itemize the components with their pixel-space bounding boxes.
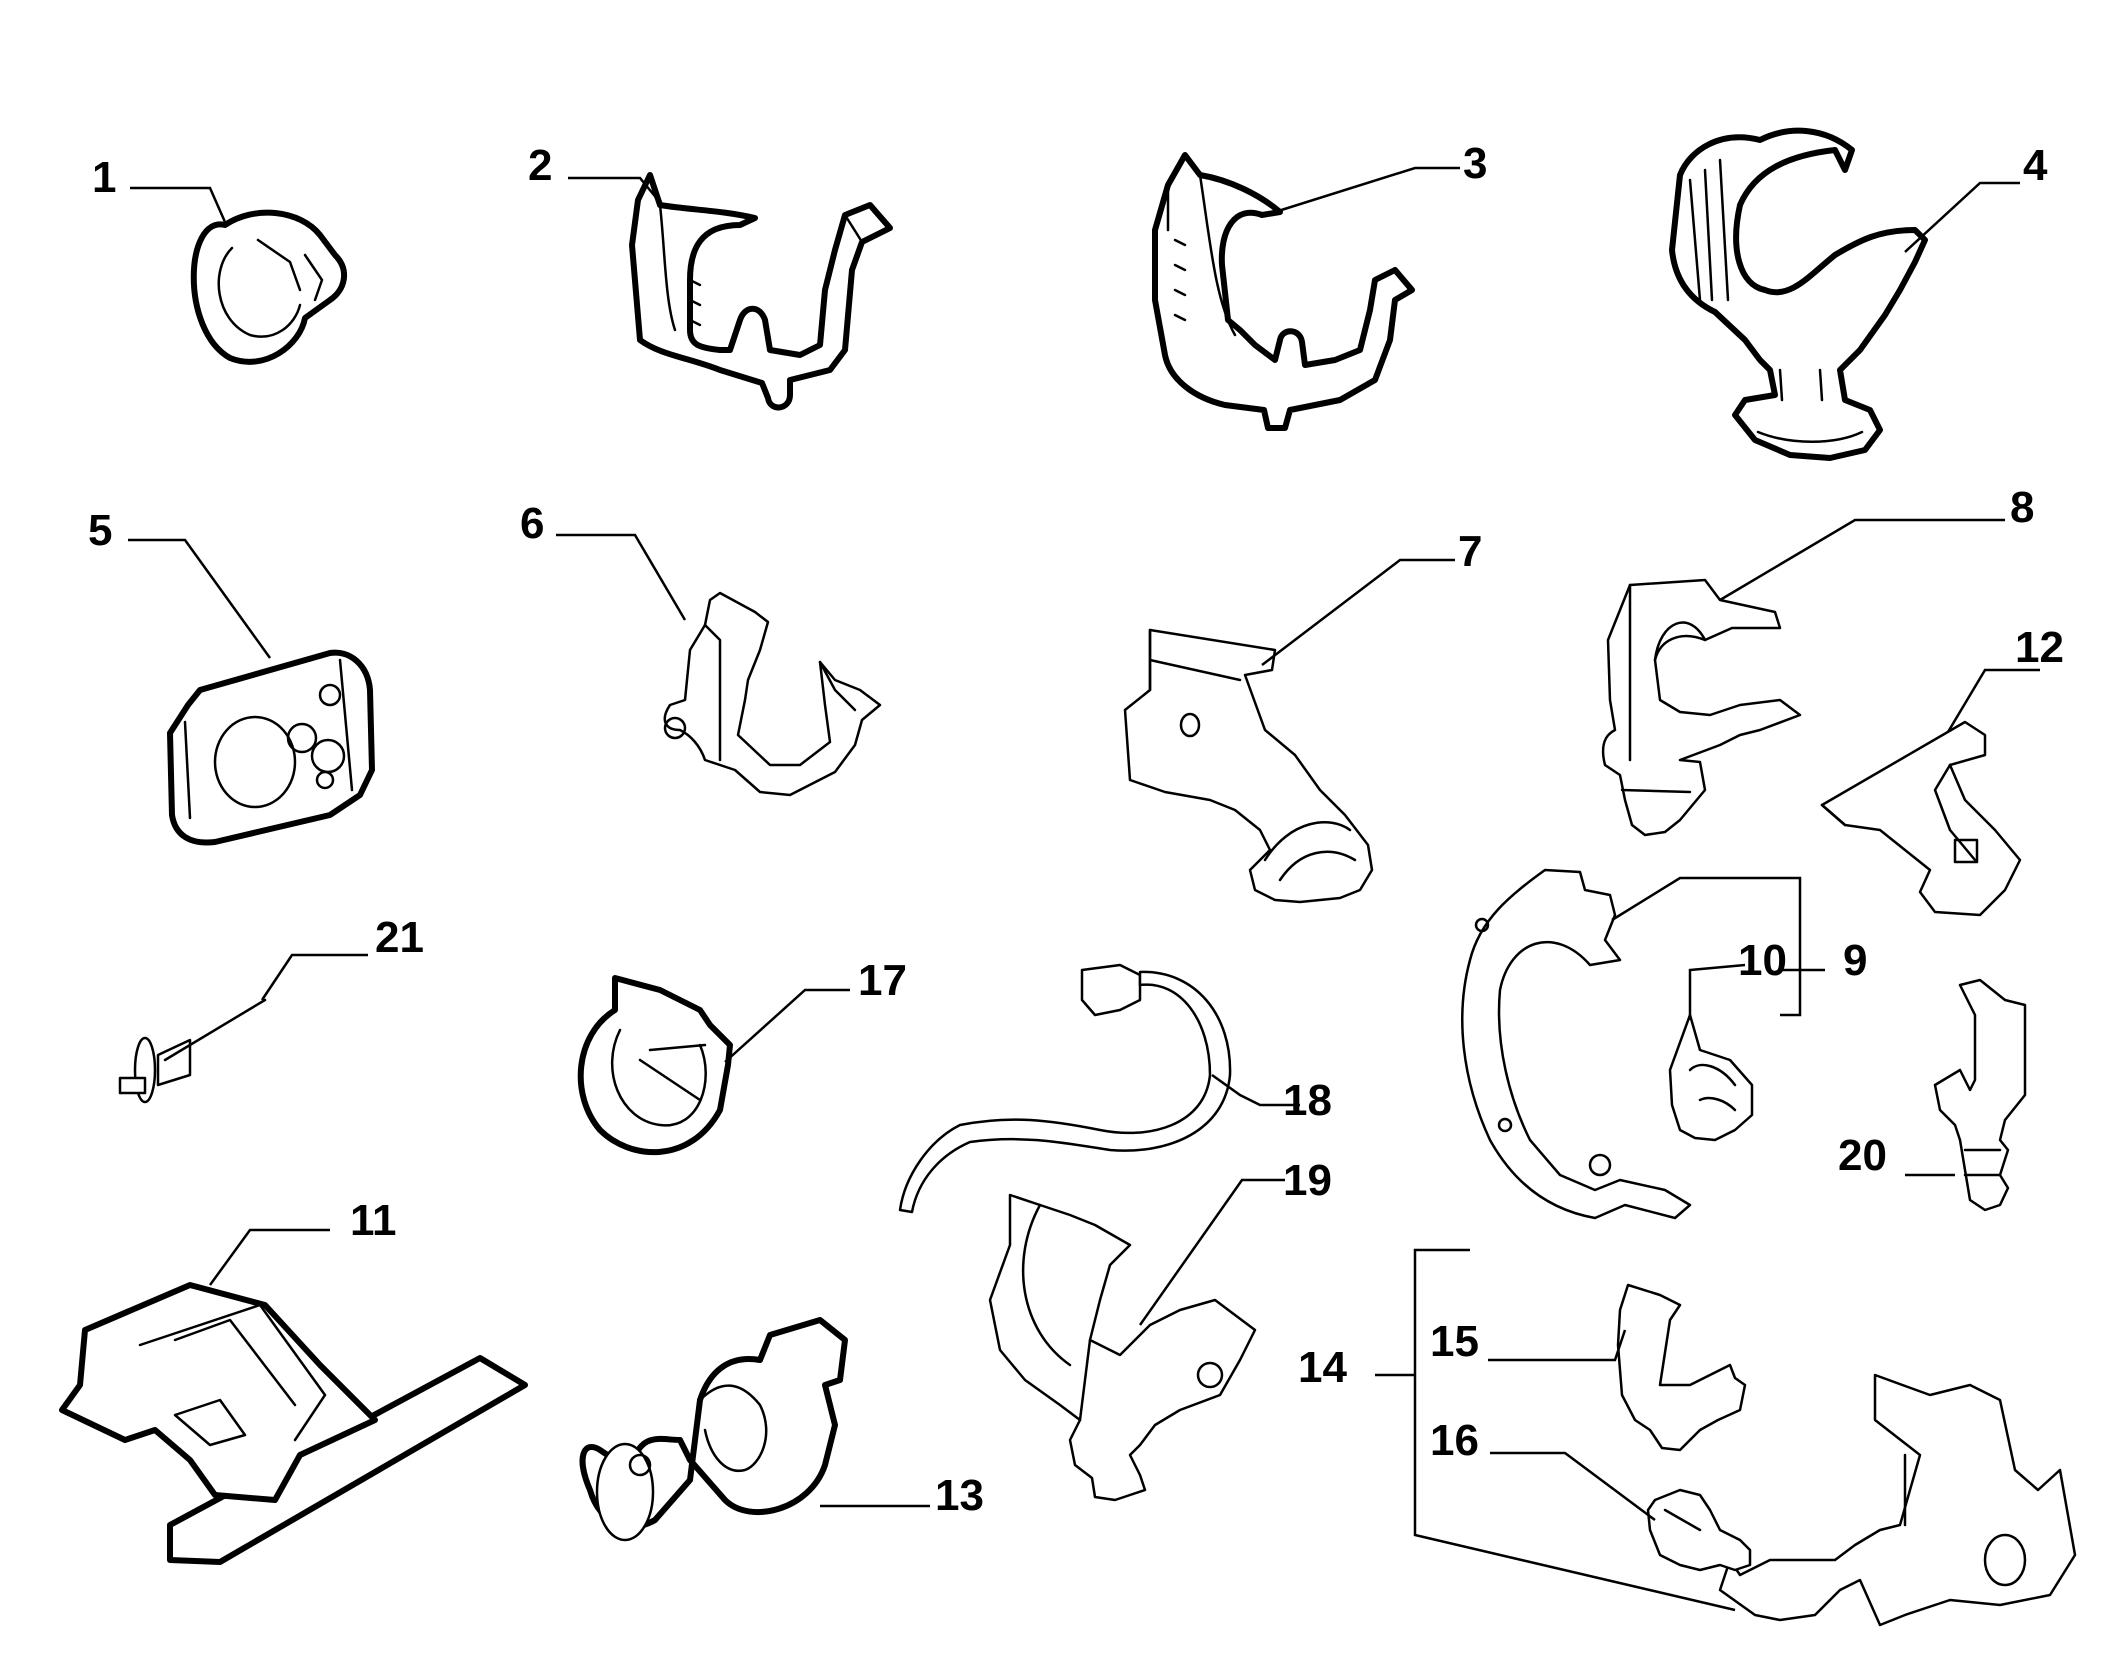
callout-2: 2 (528, 141, 552, 190)
leader-5 (128, 538, 272, 659)
part-1-clip-drawing (190, 209, 347, 365)
leader-17 (724, 988, 850, 1063)
leader-4 (1904, 181, 2020, 253)
leader-2 (568, 176, 659, 201)
leader-12 (1946, 668, 2040, 733)
callout-13: 13 (935, 1471, 984, 1520)
callout-4: 4 (2023, 141, 2048, 190)
leader-6 (556, 533, 687, 621)
part-3-bracket-drawing (1152, 152, 1415, 431)
callout-21: 21 (375, 913, 424, 962)
callout-1: 1 (92, 153, 116, 202)
callout-7: 7 (1458, 527, 1482, 576)
callout-6: 6 (520, 499, 544, 548)
part-13-grommet-clip-drawing (579, 1317, 848, 1542)
leader-8 (1719, 518, 2005, 602)
part-14-bracket-drawing (1718, 1373, 2077, 1627)
leader-11 (208, 1228, 330, 1286)
part-18-strap-drawing (898, 963, 1232, 1214)
part-9-arc-bracket-drawing (1461, 868, 1692, 1220)
leader-21 (260, 953, 368, 1001)
part-12-flat-bracket-drawing (1820, 720, 2022, 917)
callout-8: 8 (2010, 483, 2034, 532)
part-20-barb-clip-drawing (1933, 978, 2027, 1212)
part-21-rivet-drawing (118, 998, 267, 1104)
leader-7 (1261, 558, 1455, 666)
callout-3: 3 (1463, 139, 1487, 188)
callout-12: 12 (2015, 623, 2064, 672)
leader-15 (1488, 1329, 1627, 1362)
callout-11: 11 (350, 1196, 397, 1245)
callout-14: 14 (1298, 1343, 1347, 1392)
part-11-flat-bracket-drawing (59, 1282, 528, 1565)
leader-14-group (1413, 1248, 1736, 1612)
leader-19 (1138, 1178, 1285, 1326)
leader-3 (1274, 166, 1460, 214)
callout-5: 5 (88, 506, 112, 555)
part-7-angle-bracket-drawing (1123, 628, 1374, 904)
part-15-clip-drawing (1616, 1283, 1747, 1452)
leader-16 (1490, 1451, 1656, 1522)
part-6-ubracket-drawing (663, 591, 882, 797)
part-10-small-clip-drawing (1668, 1013, 1754, 1142)
part-2-bracket-drawing (629, 172, 893, 411)
callout-18: 18 (1283, 1076, 1332, 1125)
callout-19: 19 (1283, 1156, 1332, 1205)
part-4-saddle-drawing (1669, 127, 1928, 461)
leader-10 (1688, 963, 1746, 1020)
part-8-double-clip-drawing (1601, 578, 1802, 837)
part-16-pin-drawing (1646, 1488, 1752, 1572)
part-17-hose-clip-drawing (577, 975, 733, 1156)
callout-15: 15 (1430, 1317, 1479, 1366)
callout-16: 16 (1430, 1416, 1479, 1465)
callout-20: 20 (1838, 1131, 1887, 1180)
part-19-pin-clip-drawing (988, 1193, 1257, 1502)
callout-9: 9 (1843, 936, 1867, 985)
part-5-grommet-drawing (167, 649, 375, 846)
leader-1 (130, 186, 227, 223)
callout-17: 17 (858, 956, 907, 1005)
leader-18 (1211, 1073, 1300, 1107)
callout-10: 10 (1738, 936, 1787, 985)
leader-9-group (1611, 876, 1802, 1017)
